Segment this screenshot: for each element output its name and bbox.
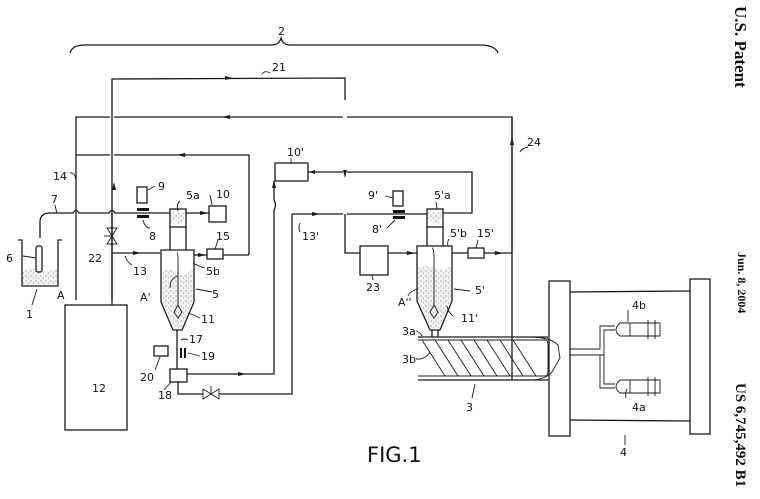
label-5: 5 xyxy=(212,288,219,301)
label-21: 21 xyxy=(272,61,286,74)
label-20: 20 xyxy=(140,371,154,384)
label-4b: 4b xyxy=(632,299,646,312)
label-6: 6 xyxy=(6,252,13,265)
label-5a: 5a xyxy=(186,189,200,202)
unit-10-prime xyxy=(275,163,308,181)
label-18: 18 xyxy=(158,389,172,402)
header-patent-number: US 6,745,492 B1 xyxy=(732,383,748,487)
label-9: 9 xyxy=(158,180,165,193)
unit-12 xyxy=(65,305,127,430)
label-5a-prime: 5'a xyxy=(434,189,451,202)
label-19: 19 xyxy=(201,350,215,363)
label-5b-prime: 5'b xyxy=(450,227,467,240)
screw-3b xyxy=(422,340,536,376)
label-10-prime: 10' xyxy=(287,146,304,159)
label-15-prime: 15' xyxy=(477,227,494,240)
label-17: 17 xyxy=(189,333,203,346)
label-3: 3 xyxy=(466,401,473,414)
line-valve-22 xyxy=(112,213,160,305)
actuator-9-icon xyxy=(137,187,147,203)
label-3b: 3b xyxy=(402,353,416,366)
label-11: 11 xyxy=(201,313,215,326)
label-12: 12 xyxy=(92,382,106,395)
actuator-20-icon xyxy=(154,346,168,356)
label-8-prime: 8' xyxy=(372,223,382,236)
figure-caption: FIG.1 xyxy=(367,443,422,467)
label-4: 4 xyxy=(620,446,627,459)
unit-15-prime xyxy=(468,248,484,258)
label-2: 2 xyxy=(278,25,285,38)
label-3a: 3a xyxy=(402,325,416,338)
label-24: 24 xyxy=(527,136,541,149)
preform-4a xyxy=(616,377,660,396)
unit-10 xyxy=(209,206,226,222)
label-7: 7 xyxy=(51,193,58,206)
label-4a: 4a xyxy=(632,401,646,414)
unit-18 xyxy=(170,369,187,382)
mould-plate-moving xyxy=(690,279,710,434)
system-brace xyxy=(70,38,498,53)
label-15: 15 xyxy=(216,230,230,243)
label-A-prime: A' xyxy=(140,291,151,304)
label-A-double-prime: A'' xyxy=(398,296,412,309)
label-13: 13 xyxy=(133,265,147,278)
label-9-prime: 9' xyxy=(368,189,378,202)
label-5b: 5b xyxy=(206,265,220,278)
unit-23 xyxy=(360,246,388,275)
label-1: 1 xyxy=(26,308,33,321)
label-10: 10 xyxy=(216,188,230,201)
header-date: Jun. 8, 2004 xyxy=(735,252,749,313)
label-14: 14 xyxy=(53,170,67,183)
label-22: 22 xyxy=(88,252,102,265)
label-23: 23 xyxy=(366,281,380,294)
actuator-9-prime-icon xyxy=(393,191,403,206)
unit-15 xyxy=(207,249,223,259)
header-publisher: U.S. Patent xyxy=(731,6,750,88)
label-13-prime: 13' xyxy=(302,230,319,243)
label-11-prime: 11' xyxy=(461,312,478,325)
label-A: A xyxy=(57,289,65,302)
label-5-prime: 5' xyxy=(475,284,485,297)
label-8: 8 xyxy=(149,230,156,243)
probe-6 xyxy=(36,246,42,272)
preform-4b xyxy=(616,320,660,339)
